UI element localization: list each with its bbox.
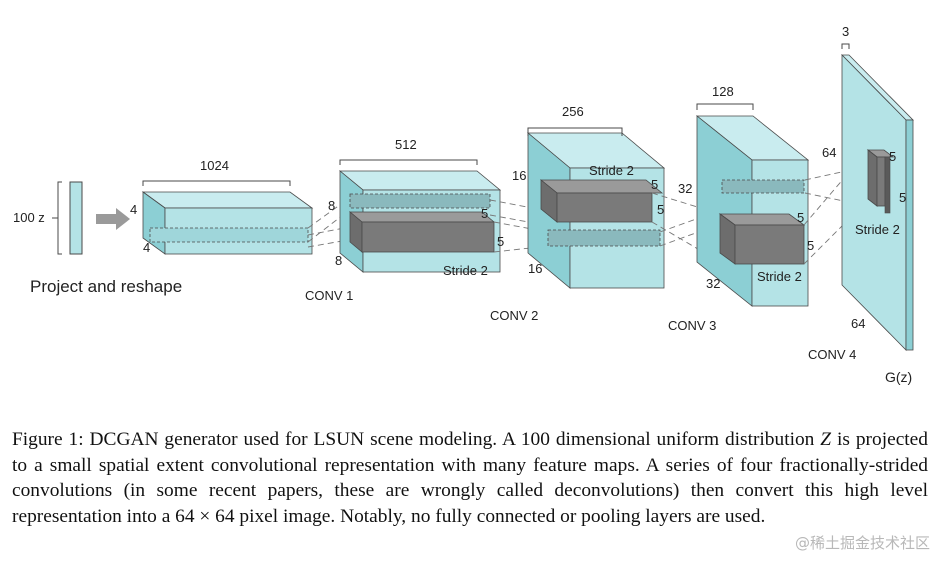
conv2-k2: 5 — [657, 202, 664, 217]
dcgan-generator-diagram: 100 z Project and reshape 1024 4 4 512 8 — [13, 24, 914, 385]
conv3-w: 32 — [706, 276, 720, 291]
conv1-k2: 5 — [497, 234, 504, 249]
conv1-depth: 512 — [395, 137, 417, 152]
conv3-k2: 5 — [807, 238, 814, 253]
conv4-h: 64 — [822, 145, 836, 160]
conv4-w: 64 — [851, 316, 865, 331]
conv2-w: 16 — [528, 261, 542, 276]
block-conv1: 512 8 8 5 5 Stride 2 CONV 1 — [305, 137, 504, 303]
conv3-depth: 128 — [712, 84, 734, 99]
conv2-depth: 256 — [562, 104, 584, 119]
block-conv2: 256 16 16 5 5 Stride 2 CONV 2 — [490, 104, 666, 323]
arrow-right-icon — [96, 208, 130, 230]
conv3-h: 32 — [678, 181, 692, 196]
conv1-stride: Stride 2 — [443, 263, 488, 278]
conv1-w: 8 — [335, 253, 342, 268]
conv4-k1: 5 — [889, 149, 896, 164]
output-label: G(z) — [885, 369, 912, 385]
conv3-name: CONV 3 — [668, 318, 716, 333]
caption-part1: Figure 1: DCGAN generator used for LSUN … — [12, 429, 821, 450]
conv2-k1: 5 — [651, 177, 658, 192]
watermark: @稀土掘金技术社区 — [794, 534, 930, 552]
block0-h: 4 — [130, 202, 137, 217]
block-conv3: 128 32 32 5 5 Stride 2 CONV 3 — [668, 84, 814, 333]
figure-caption: Figure 1: DCGAN generator used for LSUN … — [12, 427, 928, 529]
conv2-h: 16 — [512, 168, 526, 183]
conv4-k2: 5 — [899, 190, 906, 205]
conv2-stride: Stride 2 — [589, 163, 634, 178]
conv3-k1: 5 — [797, 210, 804, 225]
project-label: Project and reshape — [30, 277, 182, 296]
conv1-h: 8 — [328, 198, 335, 213]
conv2-name: CONV 2 — [490, 308, 538, 323]
input-label: 100 z — [13, 210, 45, 225]
conv1-k1: 5 — [481, 206, 488, 221]
conv1-name: CONV 1 — [305, 288, 353, 303]
conv3-stride: Stride 2 — [757, 269, 802, 284]
block0-w: 4 — [143, 240, 150, 255]
block0-depth: 1024 — [200, 158, 229, 173]
caption-part2: is projected to a small spatial extent c… — [12, 429, 928, 527]
caption-z-symbol: Z — [820, 429, 832, 450]
block-project: 1024 4 4 — [130, 158, 314, 255]
input-vector: 100 z — [13, 181, 83, 255]
conv4-depth: 3 — [842, 24, 849, 39]
block-conv4: 3 64 64 5 5 Stride 2 CONV 4 G(z) — [808, 24, 914, 385]
conv4-stride: Stride 2 — [855, 222, 900, 237]
conv4-name: CONV 4 — [808, 347, 856, 362]
